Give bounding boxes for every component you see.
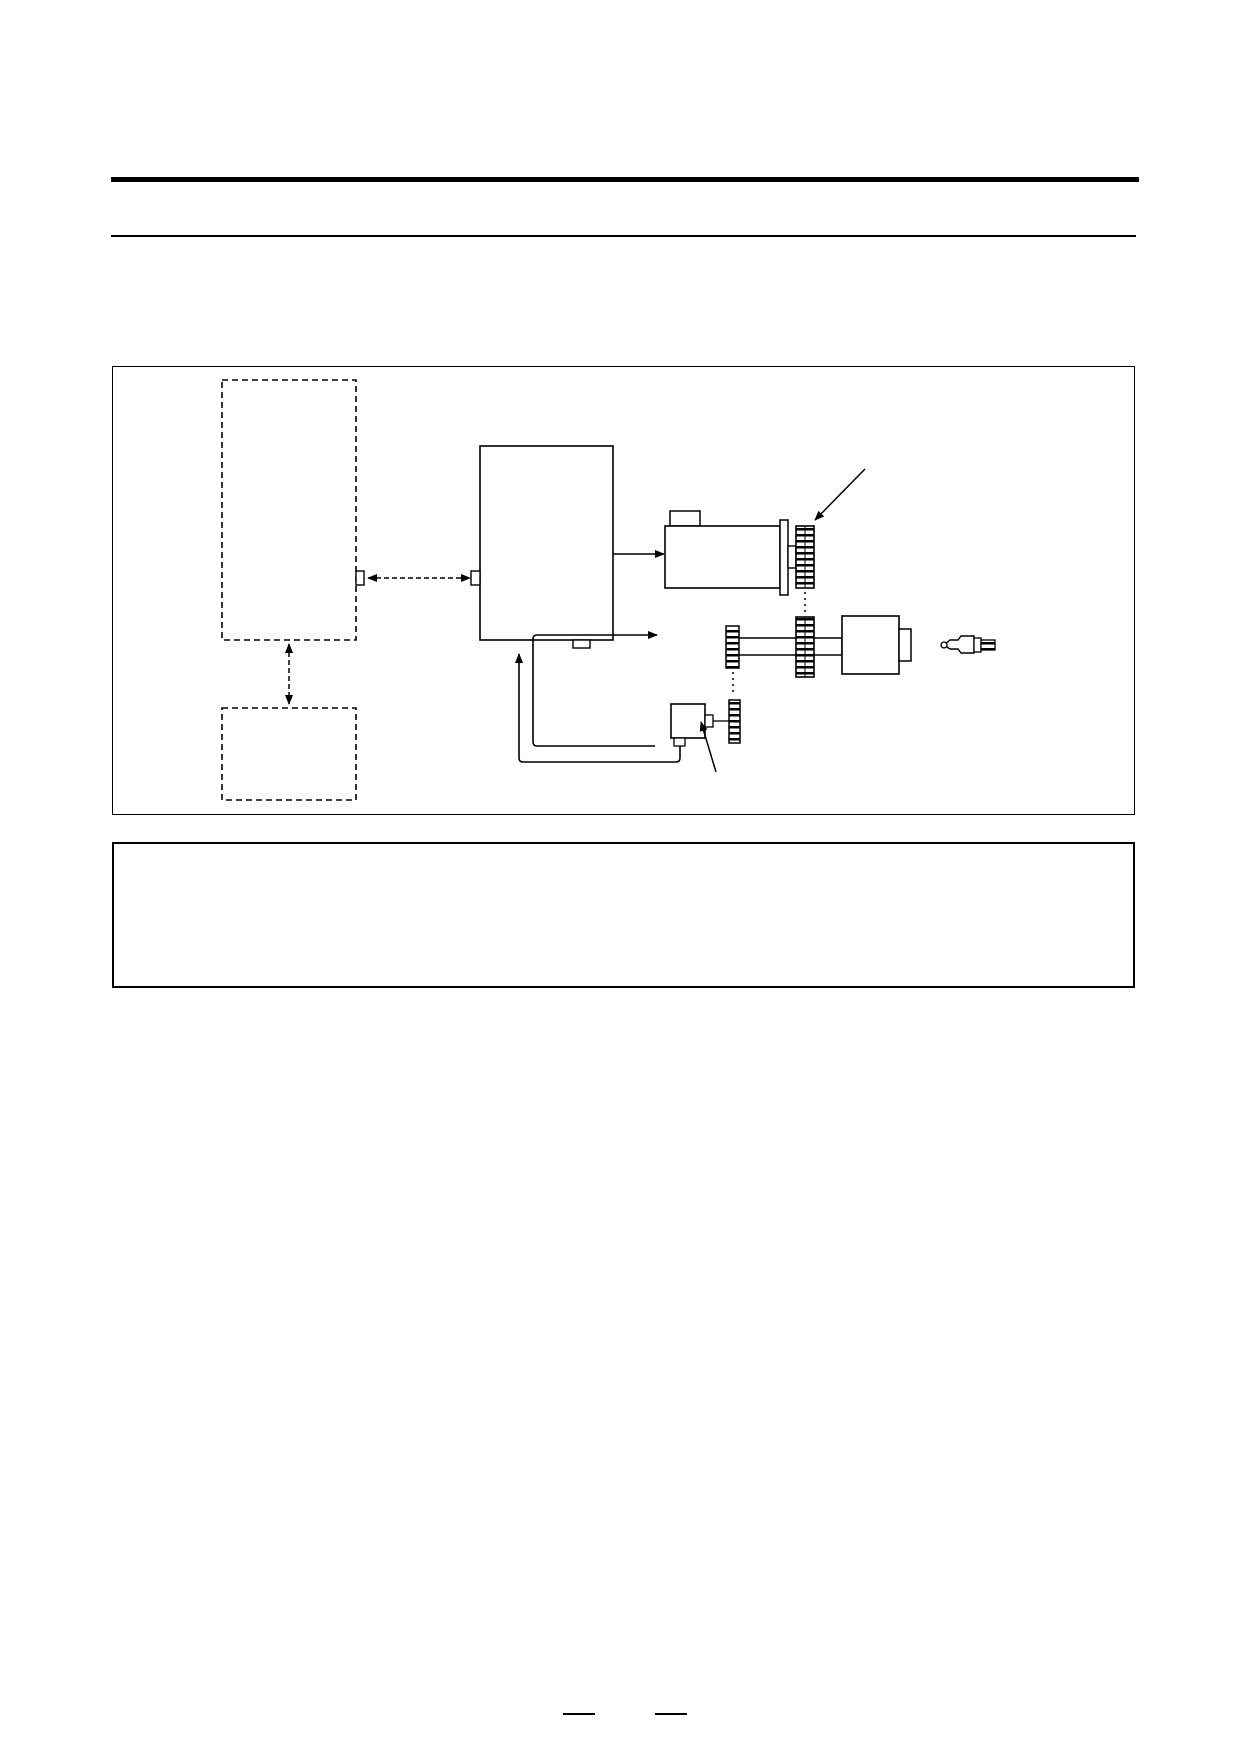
figure-frame [112,366,1135,815]
footer-dash-left [563,1713,595,1715]
header-rule-thick [111,177,1139,182]
encoder-connector [673,737,686,747]
note-box [112,842,1135,988]
upper-unit-connector [355,570,365,586]
motor-gear-callout-arrow [814,468,866,521]
spindle-nose [898,628,912,662]
controller-unit [479,445,614,641]
footer-dash-right [655,1713,687,1715]
motor-terminal-box [669,510,701,527]
lower-dashed-unit [221,707,357,801]
encoder-gear [728,699,741,744]
encoder-callout-arrow [699,721,717,773]
controller-connector-left [470,570,481,586]
header-rule-thin [111,235,1136,237]
motor-shaft [787,545,797,569]
feedback-cable-outer [515,653,681,763]
encoder [670,703,706,739]
spindle-shaft [737,637,843,656]
upper-dashed-unit [221,379,357,641]
feedback-cable-inner [532,631,658,747]
page-footer [560,1700,690,1716]
motor [664,525,781,589]
motor-flange [779,519,789,596]
controller-connector-bottom [572,639,591,649]
spindle-housing [841,615,900,675]
spindle-small-gear [725,625,740,669]
tool-holder [940,635,996,654]
encoder-shaft [704,714,714,728]
system-block-diagram [221,379,996,801]
